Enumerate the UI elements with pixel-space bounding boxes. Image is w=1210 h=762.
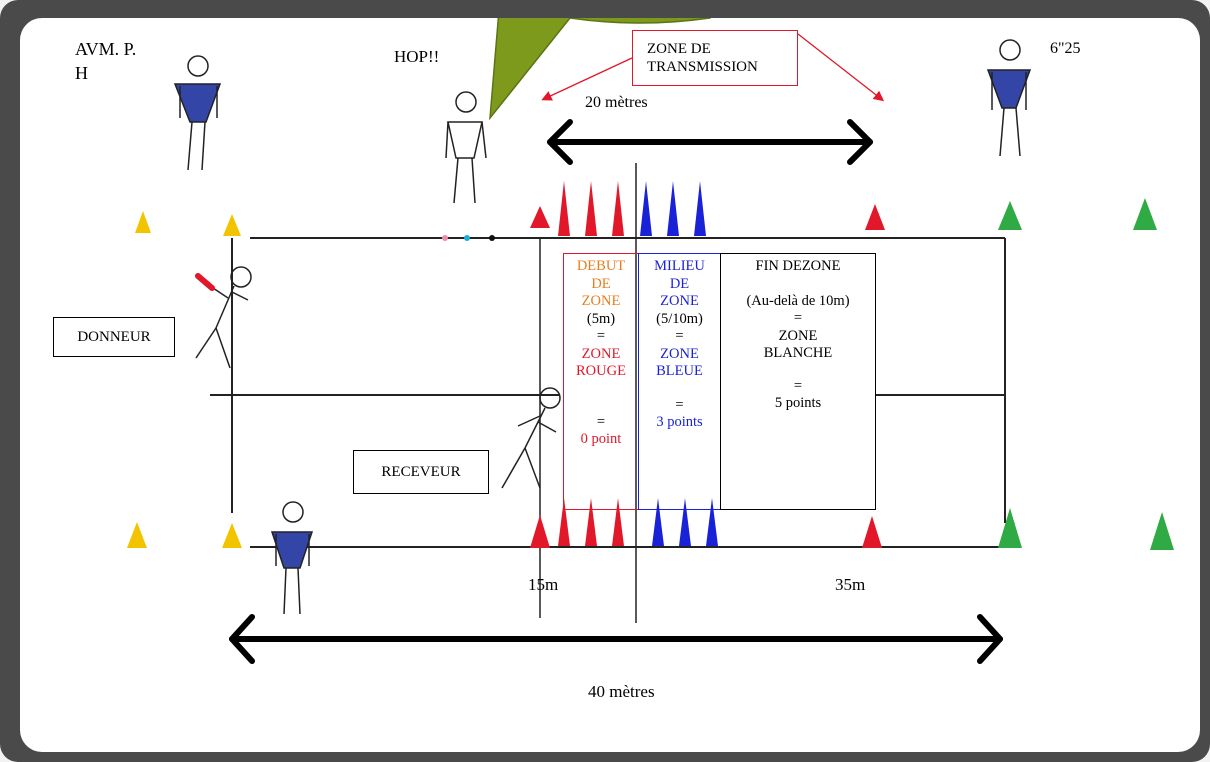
cone-red bbox=[612, 181, 624, 236]
zone-middle-line: ZONE bbox=[660, 345, 699, 362]
speech-callout bbox=[489, 18, 711, 121]
cone-blue bbox=[694, 181, 706, 236]
cone-red bbox=[558, 498, 570, 546]
stick-figure-right bbox=[986, 39, 1032, 157]
cone-red bbox=[530, 515, 550, 548]
zone-start-points: 0 point bbox=[580, 431, 622, 447]
zone-end-white: FIN DEZONE (Au-delà de 10m) = ZONE BLANC… bbox=[720, 253, 876, 510]
zone-end-line: = bbox=[793, 310, 803, 326]
cone-blue bbox=[706, 498, 718, 546]
zone-middle-line: BLEUE bbox=[656, 363, 703, 379]
zone-start-line: ZONE bbox=[581, 293, 621, 309]
top-distance-arrow bbox=[547, 119, 873, 165]
receiver-label: RECEVEUR bbox=[353, 450, 489, 494]
cone-red bbox=[558, 181, 570, 236]
stick-figure-hop bbox=[445, 91, 487, 204]
zone-end-line: = bbox=[793, 377, 803, 394]
baton-dot-pink bbox=[442, 235, 448, 241]
zone-start-red: DEBUT DE ZONE (5m) = ZONE ROUGE = 0 poin… bbox=[563, 253, 639, 510]
cone-yellow bbox=[135, 211, 151, 233]
zone-start-line: = bbox=[596, 413, 606, 430]
runner-giver bbox=[195, 266, 252, 369]
diagram-panel: AVM. P. H 6"25 HOP!! ZONE DE TRANSMISSIO… bbox=[20, 18, 1200, 752]
cone-blue bbox=[667, 181, 679, 236]
cone-yellow bbox=[127, 522, 147, 548]
zone-start-line: (5m) bbox=[586, 310, 616, 327]
cone-blue bbox=[679, 498, 691, 546]
time-label: 6"25 bbox=[1050, 40, 1081, 57]
zone-middle-blue: MILIEU DE ZONE (5/10m) = ZONE BLEUE = 3 … bbox=[638, 253, 721, 510]
baton-dot-cyan bbox=[464, 235, 470, 241]
stick-figure-bottom bbox=[270, 501, 314, 615]
cone-green bbox=[1150, 512, 1174, 550]
cone-blue bbox=[652, 498, 664, 546]
cone-green bbox=[1133, 198, 1157, 230]
zone-start-line: DEBUT bbox=[576, 258, 626, 274]
zone-end-line: (Au-delà de 10m) bbox=[746, 292, 850, 309]
cone-red bbox=[862, 516, 882, 548]
bottom-distance-arrow bbox=[229, 614, 1003, 664]
cone-green bbox=[998, 508, 1022, 548]
cone-red bbox=[612, 498, 624, 546]
zone-start-line: ROUGE bbox=[576, 363, 626, 379]
zone-start-line: = bbox=[596, 328, 606, 344]
mark-35m: 35m bbox=[835, 575, 866, 594]
zone-start-line: DE bbox=[591, 275, 611, 292]
zone-middle-line: MILIEU bbox=[654, 258, 705, 274]
cone-green bbox=[998, 201, 1022, 230]
baton-dot-black bbox=[489, 235, 495, 241]
zone-end-points: 5 points bbox=[774, 395, 822, 411]
cone-red bbox=[865, 204, 885, 230]
zone-middle-line: = bbox=[675, 396, 684, 413]
zone-middle-line: ZONE bbox=[660, 293, 699, 309]
mark-15m: 15m bbox=[528, 575, 559, 594]
cone-blue bbox=[640, 181, 652, 236]
cone-yellow bbox=[223, 214, 241, 236]
cone-red bbox=[530, 206, 550, 228]
cone-red bbox=[585, 181, 597, 236]
runner-receiver bbox=[501, 387, 561, 489]
zone-start-line: ZONE bbox=[581, 345, 621, 362]
cones-top bbox=[135, 181, 1157, 236]
cones-bottom bbox=[127, 498, 1174, 550]
cone-yellow bbox=[222, 523, 242, 548]
giver-label: DONNEUR bbox=[53, 317, 175, 357]
transmission-pointers bbox=[541, 33, 885, 102]
zone-end-line: ZONE bbox=[778, 327, 818, 344]
transmission-line1: ZONE DE bbox=[647, 41, 711, 57]
zone-end-line: BLANCHE bbox=[763, 345, 833, 361]
zone-end-line: FIN DEZONE bbox=[755, 258, 841, 274]
top-distance-label: 20 mètres bbox=[585, 94, 648, 111]
zone-middle-line: (5/10m) bbox=[656, 310, 703, 327]
header-label-2: H bbox=[75, 63, 88, 83]
transmission-zone-label: ZONE DE TRANSMISSION bbox=[632, 30, 798, 86]
zone-middle-line: DE bbox=[669, 275, 690, 292]
bottom-distance-label: 40 mètres bbox=[588, 682, 655, 701]
zone-middle-line: = bbox=[675, 328, 684, 344]
hop-shout: HOP!! bbox=[394, 47, 440, 66]
stick-figure-left bbox=[173, 55, 222, 171]
relay-field-drawing bbox=[127, 18, 1174, 664]
zone-middle-points: 3 points bbox=[656, 414, 703, 430]
cone-red bbox=[585, 498, 597, 546]
header-label: AVM. P. bbox=[75, 39, 137, 59]
transmission-line2: TRANSMISSION bbox=[647, 59, 758, 75]
